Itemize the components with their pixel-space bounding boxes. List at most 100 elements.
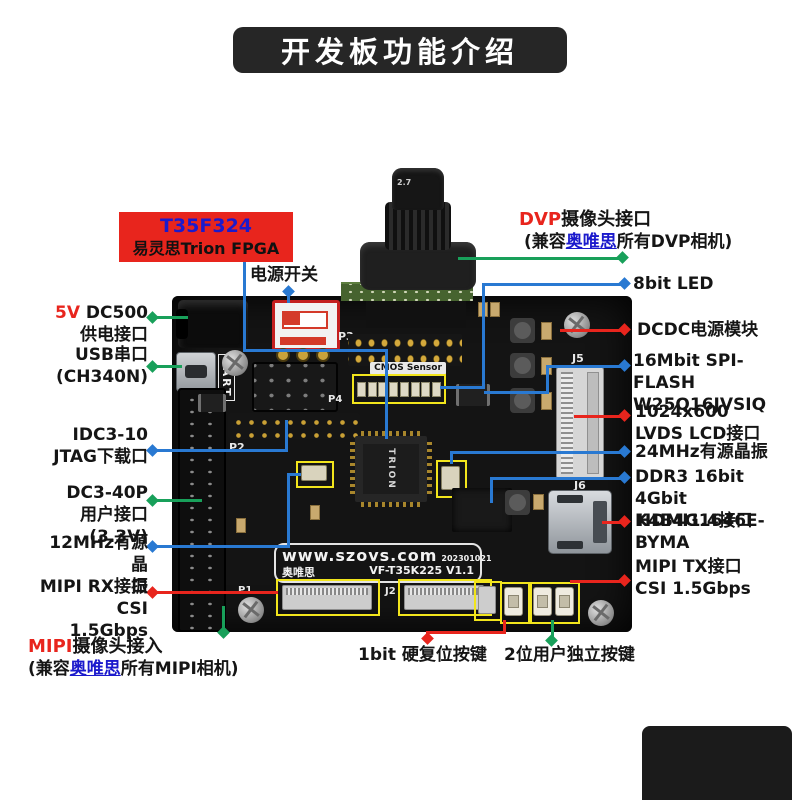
- label-gpio: DC3-40P 用户接口(3.3V): [66, 483, 148, 547]
- user-button-1: [533, 587, 552, 616]
- connector-pins: [286, 588, 368, 595]
- annotation-line-12mhz: [287, 474, 290, 548]
- j5-silk-label: J5: [572, 352, 584, 365]
- p4-silk-label: P4: [328, 394, 343, 405]
- ddr3-chip: [452, 488, 512, 532]
- cmos-sensor-header: [348, 334, 462, 366]
- camera-lens-barrel: [385, 202, 451, 250]
- label-user-buttons: 2位用户独立按键: [504, 645, 635, 665]
- small-ic: [198, 394, 226, 412]
- fpga-callout-box: T35F324 易灵思Trion FPGA: [119, 212, 293, 262]
- led: [432, 381, 442, 397]
- led: [356, 381, 366, 397]
- camera-socket: [366, 298, 466, 328]
- chip-pins: [361, 431, 421, 436]
- board-date-code: 202301021: [441, 554, 492, 563]
- inductor: [505, 490, 530, 515]
- connector-pins: [561, 372, 573, 474]
- label-lvds-lcd: 1024x600 LVDS LCD接口: [635, 402, 761, 444]
- label-dcdc: DCDC电源模块: [637, 320, 759, 340]
- annotation-line-24mhz: [450, 451, 453, 464]
- user-button-2: [555, 587, 574, 616]
- jtag-connector: [252, 362, 338, 412]
- screw: [238, 597, 264, 623]
- annotation-line-lvds: [574, 415, 622, 418]
- annotation-line-led: [440, 386, 484, 389]
- j6-silk-label: J6: [574, 479, 586, 492]
- label-usb-uart: USB串口 (CH340N): [56, 345, 148, 387]
- screw: [564, 312, 590, 338]
- spi-flash-chip: [456, 384, 490, 406]
- annotation-line-mipi-camera: [222, 606, 225, 630]
- annotation-line-flash: [484, 391, 548, 394]
- label-mipi-rx: MIPI RX接口 CSI 1.5Gbps: [39, 577, 148, 641]
- led-bank: [352, 374, 446, 404]
- annotation-line-mipi-tx: [570, 580, 622, 583]
- label-osc-12mhz: 12MHz有源晶 振: [49, 533, 148, 597]
- capacitor: [490, 302, 500, 317]
- reset-button: [504, 587, 523, 616]
- fpga-description: 易灵思Trion FPGA: [132, 239, 280, 258]
- fpga-part-number: T35F324: [159, 215, 253, 237]
- hdmi-connector: [548, 490, 612, 554]
- capacitor: [541, 322, 552, 340]
- page-title: 开发板功能介绍: [233, 27, 567, 73]
- annotation-line-ddr3: [490, 477, 493, 503]
- label-8bit-led: 8bit LED: [633, 274, 714, 294]
- annotation-line-led: [484, 283, 622, 286]
- annotation-line-led: [482, 283, 485, 389]
- annotation-line-power-switch: [287, 293, 290, 303]
- usb-slot: [185, 365, 207, 378]
- board-brand: 奥唯思: [282, 566, 315, 579]
- label-dvp: DVP摄像头接口 (兼容奥唯思所有DVP相机): [519, 209, 733, 252]
- camera-lens-mount: [360, 242, 476, 290]
- mipi-tx-connector: [478, 586, 496, 614]
- label-osc-24mhz: 24MHz有源晶振: [635, 442, 768, 462]
- led: [367, 381, 377, 397]
- annotation-line-reset: [503, 620, 506, 634]
- annotation-line-gpio: [154, 499, 202, 502]
- hdmi-tab: [557, 495, 583, 503]
- inductor: [510, 318, 535, 343]
- user-buttons-highlight: [530, 582, 580, 624]
- hdmi-tab: [557, 541, 583, 549]
- capacitor: [310, 505, 320, 520]
- connector-pins: [408, 588, 480, 595]
- annotation-line-fpga: [385, 349, 388, 439]
- screw: [588, 600, 614, 626]
- annotation-line-fpga: [243, 349, 388, 352]
- annotation-line-flash: [546, 365, 549, 394]
- annotation-line-user-buttons: [551, 620, 554, 638]
- chip-pins: [361, 502, 421, 507]
- trion-chip-label: TRION: [385, 448, 396, 490]
- label-ddr3: DDR3 16bit 4Gbit K4B4G1646E-BYMA: [635, 467, 765, 553]
- dc-power-jack: [176, 300, 248, 348]
- led: [399, 381, 409, 397]
- p2-header: [228, 413, 360, 439]
- arrow-dvp: [616, 251, 629, 264]
- annotation-line-12mhz: [154, 545, 290, 548]
- label-mipi-tx: MIPI TX接口 CSI 1.5Gbps: [635, 557, 751, 599]
- lvds-lcd-connector: [556, 366, 604, 480]
- label-jtag: IDC3-10 JTAG下载口: [53, 425, 148, 467]
- board-model: VF-T35K225 V1.1: [369, 564, 474, 577]
- annotation-line-reset: [426, 631, 506, 634]
- label-hdmi: HDMI1.4接口: [637, 511, 753, 531]
- switch-knob: [284, 313, 300, 325]
- board-url: www.szovs.com: [282, 546, 438, 565]
- annotation-line-hdmi: [602, 521, 622, 524]
- label-reset-button: 1bit 硬复位按键: [358, 645, 487, 665]
- led: [421, 381, 431, 397]
- cmos-silk-label: CMOS Sensor: [370, 362, 446, 375]
- j2-silk-label: J2: [385, 586, 396, 597]
- annotation-line-5v: [154, 316, 188, 319]
- led: [410, 381, 420, 397]
- label-5v-power: 5V DC500 供电接口: [55, 303, 148, 345]
- screw: [222, 350, 248, 376]
- reset-button-highlight: [500, 582, 530, 624]
- mipi-rx-connector-1: [282, 585, 372, 610]
- annotation-line-ddr3: [492, 477, 622, 480]
- annotation-line-usb: [154, 365, 182, 368]
- usb-connector: [176, 352, 216, 392]
- label-spi-flash: 16Mbit SPI-FLASH W25Q16JVSIQ: [633, 351, 767, 415]
